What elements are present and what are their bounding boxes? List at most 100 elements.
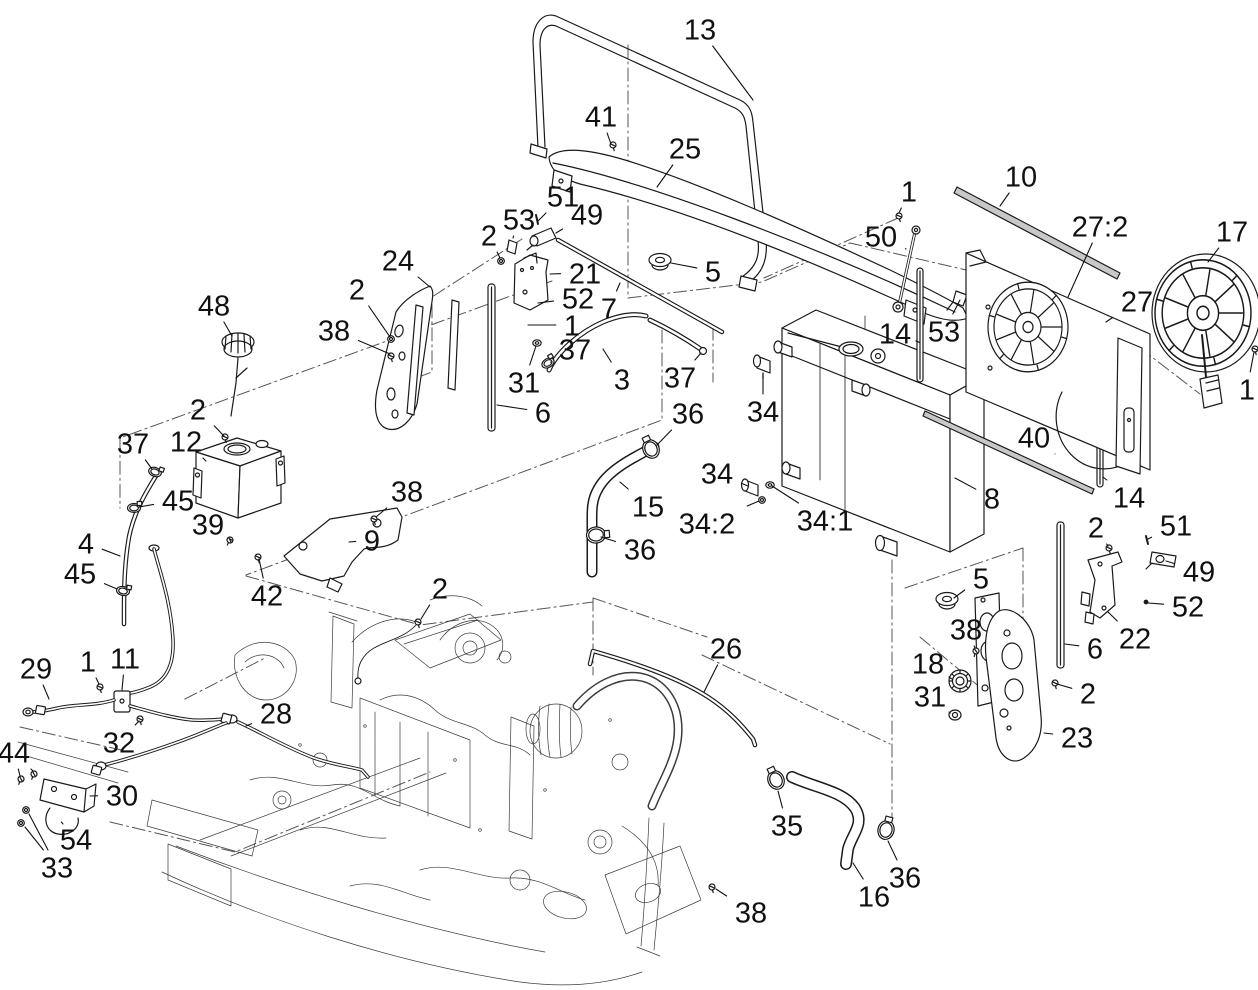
control-panel-23 — [970, 592, 1059, 762]
seal-strip-10 — [953, 186, 1121, 280]
parts-artwork — [14, 14, 1258, 894]
leader-line — [537, 300, 555, 304]
callout-31: 31 — [914, 681, 946, 713]
callout-54: 54 — [60, 824, 92, 856]
leader-line — [121, 674, 124, 691]
leader-line — [28, 813, 49, 851]
callout-27: 27 — [1121, 286, 1153, 318]
callout-7: 7 — [601, 293, 617, 325]
callout-49: 49 — [571, 199, 603, 231]
callout-8: 8 — [984, 483, 1000, 515]
leader-line — [973, 645, 976, 649]
callout-4: 4 — [78, 528, 94, 560]
callout-1: 1 — [901, 176, 917, 208]
leader-line — [694, 352, 702, 361]
recovery-tank-12 — [192, 433, 286, 519]
callout-15: 15 — [632, 491, 664, 523]
vent-hose-3 — [532, 312, 708, 373]
leader-line — [202, 457, 207, 462]
callout-41: 41 — [585, 101, 617, 133]
callout-6: 6 — [535, 397, 551, 429]
fan-shroud-27 — [965, 249, 1151, 475]
leader-line — [417, 276, 431, 288]
leader-line — [746, 500, 760, 507]
leader-line — [602, 348, 612, 363]
leader-line — [715, 888, 728, 897]
leader-line — [213, 425, 225, 437]
leader-line — [375, 507, 388, 518]
callout-49: 49 — [1183, 556, 1215, 588]
callout-51: 51 — [547, 181, 579, 213]
leader-line — [712, 45, 754, 101]
leader-line — [1064, 643, 1080, 647]
seal-strip-40 — [922, 410, 1095, 495]
leader-line — [1207, 247, 1220, 263]
leader-line — [1147, 536, 1153, 540]
callout-2: 2 — [1088, 512, 1104, 544]
callout-31: 31 — [508, 367, 540, 399]
callout-26: 26 — [710, 633, 742, 665]
callout-1: 1 — [80, 646, 96, 678]
leader-line — [1067, 242, 1093, 298]
leader-line — [656, 429, 673, 446]
leader-line — [1105, 316, 1114, 323]
callout-24: 24 — [382, 245, 414, 277]
callout-27:2: 27:2 — [1072, 211, 1128, 243]
callout-11: 11 — [110, 643, 140, 675]
callout-13: 13 — [684, 14, 716, 46]
grommet-5-top — [648, 252, 672, 271]
leader-line — [60, 821, 64, 825]
leader-line — [134, 720, 140, 726]
callout-51: 51 — [1160, 510, 1192, 542]
callout-12: 12 — [170, 426, 202, 458]
leader-line — [670, 262, 698, 269]
callout-35: 35 — [771, 810, 803, 842]
callout-2: 2 — [432, 573, 448, 605]
strap-rod-50 — [892, 225, 921, 313]
leader-line — [948, 711, 951, 714]
callout-25: 25 — [669, 133, 701, 165]
leader-line — [887, 840, 898, 861]
callout-34:2: 34:2 — [679, 508, 735, 540]
seal-arch-13 — [529, 14, 767, 292]
leader-line — [420, 604, 431, 620]
callout-37: 37 — [117, 428, 149, 460]
callout-53: 53 — [928, 316, 960, 348]
leader-line — [245, 723, 253, 727]
callout-16: 16 — [858, 881, 890, 913]
callout-2: 2 — [190, 394, 206, 426]
leader-line — [1249, 351, 1255, 373]
callout-36: 36 — [672, 398, 704, 430]
side-panel-24 — [374, 285, 460, 431]
support-rod-7 — [555, 237, 725, 335]
screw-38-bottom — [708, 883, 716, 894]
latch-bracket-21 — [497, 214, 557, 311]
leader-line — [999, 192, 1010, 207]
leader-line — [537, 212, 547, 222]
leader-line — [777, 790, 784, 809]
screw-1-top — [895, 212, 903, 223]
leader-line — [948, 676, 953, 680]
leader-line — [1107, 611, 1118, 622]
engine-ghost-artwork — [17, 595, 702, 986]
callout-38: 38 — [391, 476, 423, 508]
callout-14: 14 — [879, 318, 911, 350]
callout-36: 36 — [889, 862, 921, 894]
callout-18: 18 — [912, 648, 944, 680]
leader-line — [138, 503, 155, 508]
callout-50: 50 — [865, 221, 897, 253]
leader-line — [17, 768, 21, 777]
callout-34: 34 — [701, 458, 733, 490]
leader-line — [953, 589, 966, 599]
callout-32: 32 — [103, 727, 135, 759]
callout-38: 38 — [318, 315, 350, 347]
callout-36: 36 — [624, 534, 656, 566]
grommet-18 — [948, 669, 972, 693]
leader-line — [229, 538, 233, 542]
callout-2: 2 — [349, 274, 365, 306]
callout-40: 40 — [1018, 422, 1050, 454]
callout-34: 34 — [747, 396, 779, 428]
